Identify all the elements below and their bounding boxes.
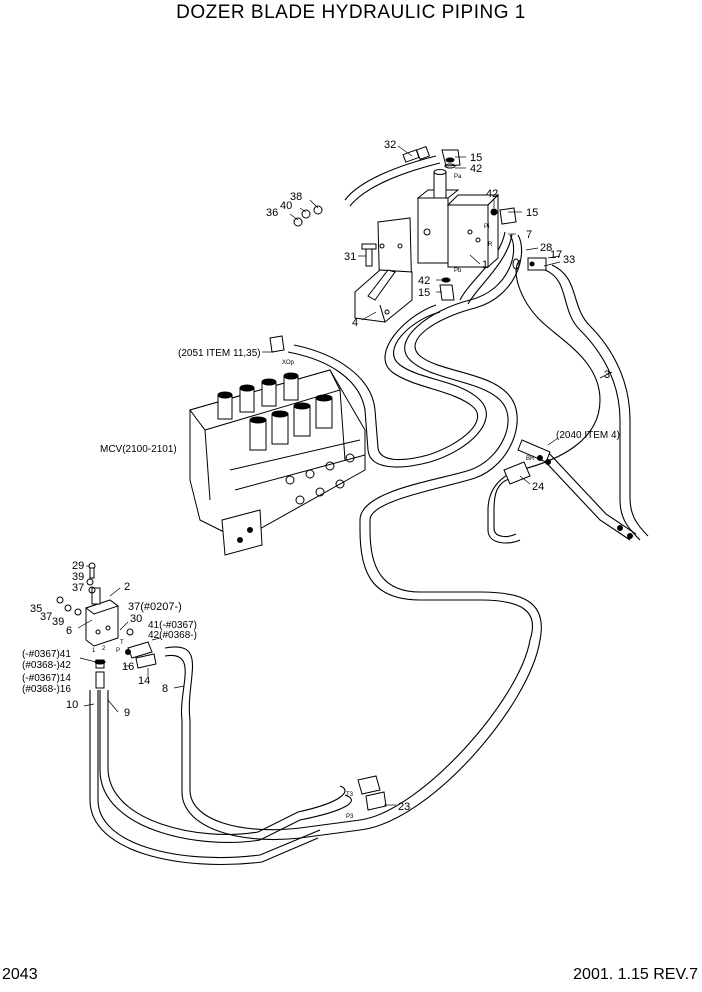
label-35: 35 xyxy=(30,603,42,615)
port-t: T xyxy=(120,640,124,646)
label-23: 23 xyxy=(398,801,410,813)
label-15-mid: 15 xyxy=(418,287,430,299)
label-36: 36 xyxy=(266,207,278,219)
label-37-b: 37 xyxy=(40,611,52,623)
label-31: 31 xyxy=(344,251,356,263)
dozer-valve-assembly xyxy=(354,169,500,323)
left-valve xyxy=(56,562,157,689)
label-minus0367-14: (-#0367)14 xyxy=(22,673,71,684)
part-labels: 32 15 42 42 15 7 28 17 33 38 40 36 31 1 … xyxy=(22,139,620,813)
port-pb: Pb xyxy=(454,268,462,274)
label-16: 16 xyxy=(122,661,134,673)
label-0368-42: (#0368-)42 xyxy=(22,660,71,671)
label-minus0367-41: (-#0367)41 xyxy=(22,649,71,660)
label-37-0207: 37(#0207-) xyxy=(128,601,182,613)
label-ref-2040: (2040 ITEM 4) xyxy=(556,430,620,441)
port-xop: XOp xyxy=(282,360,295,366)
label-15-right: 15 xyxy=(526,207,538,219)
page-number: 2043 xyxy=(2,966,38,983)
label-42-0368: 42(#0368-) xyxy=(148,630,197,641)
label-30: 30 xyxy=(130,613,142,625)
label-10: 10 xyxy=(66,699,78,711)
mcv-spools xyxy=(217,372,333,451)
label-2: 2 xyxy=(124,581,130,593)
label-15-top: 15 xyxy=(470,152,482,164)
fittings-top xyxy=(293,145,547,301)
port-br: BR xyxy=(526,456,535,462)
label-8: 8 xyxy=(162,683,168,695)
fittings-tee xyxy=(357,439,633,811)
label-mcv: MCV(2100-2101) xyxy=(100,444,177,455)
port-p: P xyxy=(116,648,120,654)
label-28: 28 xyxy=(540,242,552,254)
label-9: 9 xyxy=(124,707,130,719)
mcv-ports xyxy=(285,453,355,505)
label-40: 40 xyxy=(280,200,292,212)
label-32: 32 xyxy=(384,139,396,151)
port-p3: P3 xyxy=(346,814,354,820)
pipe-routes xyxy=(89,155,649,865)
port-pa: Pa xyxy=(454,174,462,180)
label-41-minus0367: 41(-#0367) xyxy=(148,620,197,631)
label-42-mid: 42 xyxy=(418,275,430,287)
label-ref-2051: (2051 ITEM 11,35) xyxy=(178,348,261,359)
label-0368-16: (#0368-)16 xyxy=(22,684,71,695)
label-3: 3 xyxy=(604,369,610,381)
label-42-right: 42 xyxy=(486,188,498,200)
label-24: 24 xyxy=(532,481,544,493)
port-2: 2 xyxy=(102,646,106,652)
label-37-a: 37 xyxy=(72,582,84,594)
label-7: 7 xyxy=(526,229,532,241)
label-29: 29 xyxy=(72,560,84,572)
label-17: 17 xyxy=(550,249,562,261)
label-14: 14 xyxy=(138,675,150,687)
label-38: 38 xyxy=(290,191,302,203)
label-39-b: 39 xyxy=(52,616,64,628)
port-1: 1 xyxy=(92,648,96,654)
port-pi: Pi xyxy=(484,224,489,230)
label-42-top: 42 xyxy=(470,163,482,175)
port-t3: T3 xyxy=(346,792,354,798)
port-marks: Pa Pb Pi R XOp BR T3 P3 P T 1 2 xyxy=(92,174,535,820)
label-39-a: 39 xyxy=(72,571,84,583)
revision-stamp: 2001. 1.15 REV.7 xyxy=(573,966,698,983)
label-4: 4 xyxy=(352,317,358,329)
mcv-block xyxy=(189,335,366,556)
label-6: 6 xyxy=(66,625,72,637)
page-title: DOZER BLADE HYDRAULIC PIPING 1 xyxy=(176,2,526,23)
label-1: 1 xyxy=(482,259,488,271)
label-33: 33 xyxy=(563,254,575,266)
leader-lines xyxy=(77,145,613,806)
port-r: R xyxy=(488,242,493,248)
